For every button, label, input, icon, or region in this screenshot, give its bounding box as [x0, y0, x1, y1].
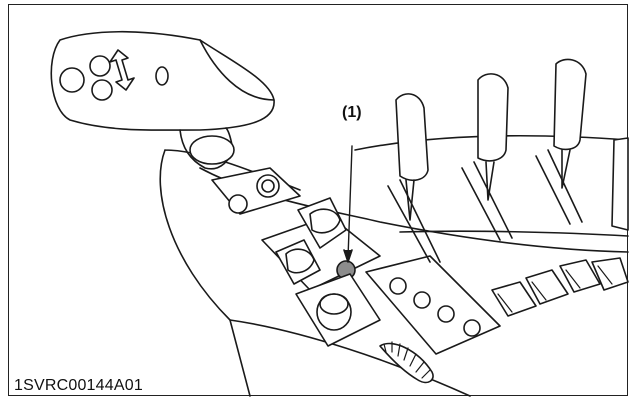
center-switch-panel [261, 145, 381, 291]
shift-lever-buttons [59, 49, 169, 101]
lever-4 [611, 137, 629, 231]
lever-1 [387, 93, 441, 263]
rotary-knob-panel [295, 273, 381, 347]
shift-lever [50, 30, 275, 170]
lever-2 [461, 73, 513, 241]
lever-3 [535, 58, 587, 225]
rocker-switch-row [491, 257, 629, 317]
right-button-panel [365, 255, 501, 355]
dial-wheel [379, 341, 434, 384]
figure-id: 1SVRC00144A01 [14, 377, 143, 394]
left-switch-panel [211, 167, 301, 215]
callout-label: (1) [342, 104, 362, 121]
